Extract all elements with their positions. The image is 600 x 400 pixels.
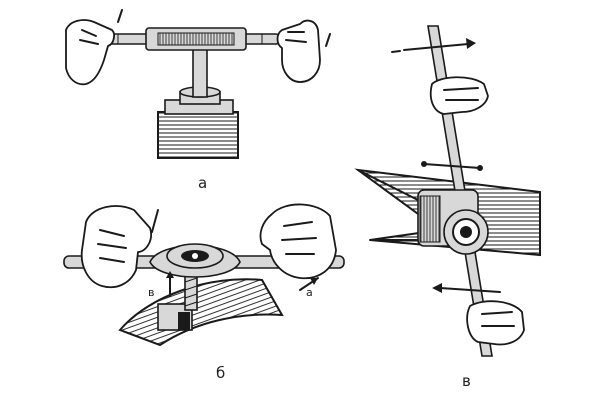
panel-a-wrench-bar: [99, 27, 281, 51]
panel-a-left-fingers: [79, 29, 99, 45]
panel-v-upper-hand: [429, 76, 489, 115]
panel-v-inclined-wrench: в: [354, 25, 541, 390]
panel-a-right-hand: [276, 19, 321, 83]
panel-v-lower-hand: [466, 300, 525, 346]
panel-b-die-stock: в а б: [63, 203, 345, 382]
panel-a-motion-mark-left: [117, 9, 123, 23]
panel-b-left-fingers: [97, 229, 127, 263]
panel-v-upper-fingers: [443, 87, 479, 101]
panel-a-workpiece: [157, 86, 239, 159]
panel-v-arrow-top: [403, 43, 469, 51]
panel-b-workpiece: [118, 278, 284, 347]
panel-v-arrow-bottom: [439, 287, 501, 293]
panel-b-arrow-label-feed: в: [148, 286, 154, 299]
panel-v-lower-fingers: [481, 311, 515, 327]
panel-v-label: в: [462, 372, 471, 390]
panel-a-motion-mark-right: [325, 33, 331, 47]
panel-a-label: а: [198, 174, 207, 192]
panel-b-motion-mark-left: [151, 209, 159, 233]
panel-a-right-fingers: [285, 31, 307, 43]
panel-b-right-fingers: [281, 221, 317, 255]
panel-a-tap-shank: [192, 44, 208, 98]
panel-b-arrow-label-rotation: а: [306, 286, 313, 299]
panel-a-tap-wrench: а: [65, 9, 331, 192]
panel-b-label: б: [216, 364, 225, 382]
panel-v-die-head: [417, 161, 489, 255]
panel-a-left-hand: [65, 19, 115, 86]
panel-b-right-hand: [259, 203, 337, 280]
